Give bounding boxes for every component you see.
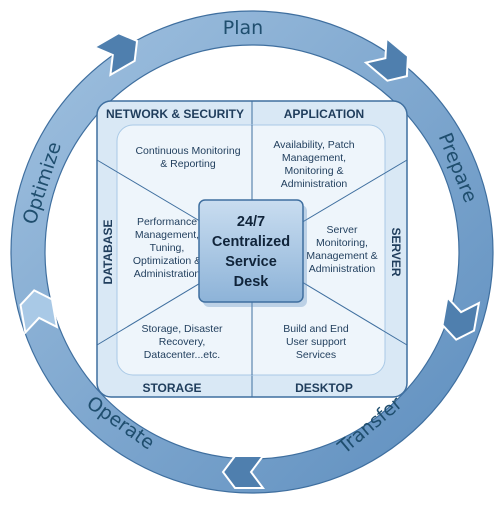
segment-network: Continuous Monitoring & Reporting — [135, 145, 240, 170]
segment-application: Availability, Patch Management, Monitori… — [273, 139, 354, 190]
center-box — [198, 199, 304, 303]
center-line: Service — [225, 254, 277, 270]
center-line: 24/7 — [237, 214, 265, 230]
segment-database-line: Performance — [137, 216, 197, 228]
segment-application-line: Monitoring & — [285, 165, 344, 177]
header-database: DATABASE — [101, 220, 115, 285]
segment-server-line: Management & — [306, 250, 377, 262]
segment-server-line: Administration — [309, 263, 376, 275]
segment-database-line: Tuning, — [150, 242, 185, 254]
outer-ring-edge — [10, 10, 494, 494]
header-network-security: NETWORK & SECURITY — [106, 107, 244, 121]
segment-network-line: & Reporting — [160, 158, 216, 170]
center-line: Desk — [234, 274, 270, 290]
center-line: Centralized — [212, 234, 290, 250]
segment-network-line: Continuous Monitoring — [135, 145, 240, 157]
segment-storage: Storage, Disaster Recovery, Datacenter..… — [141, 323, 223, 361]
segment-desktop-line: Services — [296, 349, 336, 361]
arrow-right-icon — [441, 295, 481, 341]
header-storage: STORAGE — [142, 381, 201, 395]
arrow-bottom-icon — [221, 455, 265, 489]
segment-storage-line: Storage, Disaster — [141, 323, 223, 335]
segment-server-line: Server — [327, 224, 358, 236]
ring-label-plan: Plan — [223, 17, 263, 39]
header-desktop: DESKTOP — [295, 381, 353, 395]
segment-application-line: Availability, Patch — [273, 139, 354, 151]
arrow-left-icon — [19, 289, 59, 335]
segment-database-line: Administration — [134, 268, 201, 280]
segment-desktop: Build and End User support Services — [283, 323, 349, 361]
segment-application-line: Management, — [282, 152, 346, 164]
segment-application-line: Administration — [281, 178, 348, 190]
arrow-top-right-icon — [363, 36, 409, 82]
segment-desktop-line: Build and End — [283, 323, 349, 335]
segment-server-line: Monitoring, — [316, 237, 368, 249]
header-server: SERVER — [389, 227, 403, 276]
segment-storage-line: Recovery, — [159, 336, 206, 348]
segment-database-line: Optimization & — [133, 255, 201, 267]
segment-desktop-line: User support — [286, 336, 346, 348]
arrow-top-left-icon — [92, 32, 139, 77]
segment-server: Server Monitoring, Management & Administ… — [306, 224, 377, 275]
segment-database: Performance Management, Tuning, Optimiza… — [133, 216, 201, 280]
segment-storage-line: Datacenter...etc. — [144, 349, 220, 361]
header-application: APPLICATION — [284, 107, 364, 121]
segment-database-line: Management, — [135, 229, 199, 241]
